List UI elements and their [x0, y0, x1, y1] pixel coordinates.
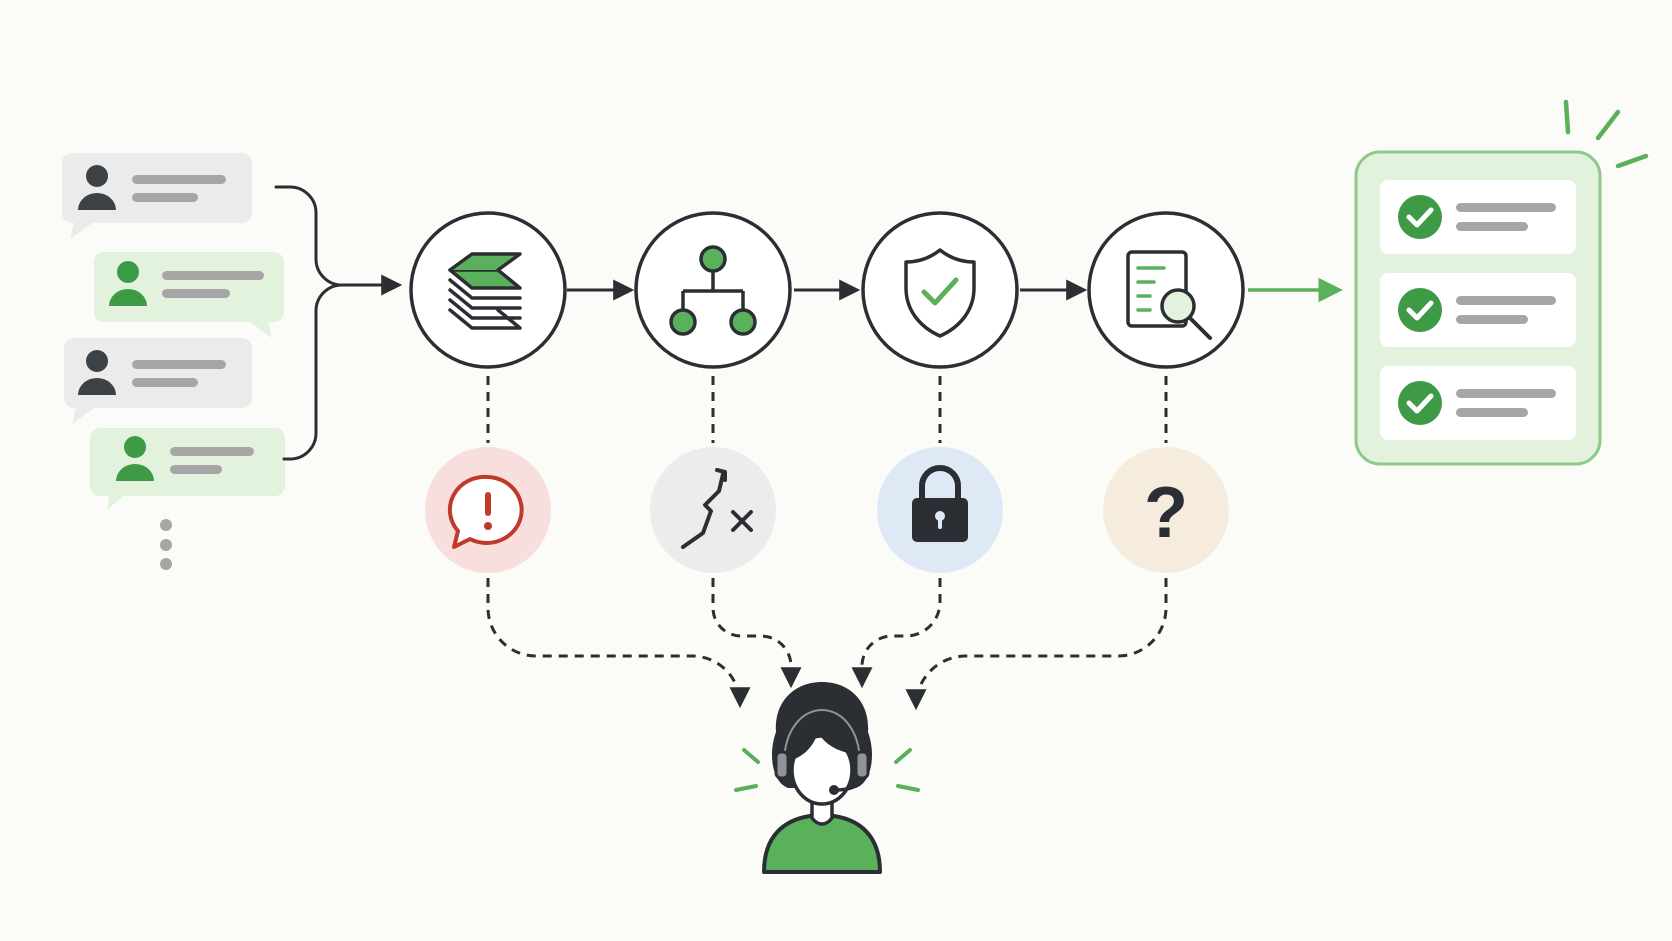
text-line-placeholder: [162, 289, 230, 298]
stage-security-check: [861, 211, 1019, 369]
broken-trend-icon: [681, 468, 753, 549]
chat-bubble: [90, 428, 285, 510]
padlock-icon: [912, 465, 968, 542]
resolved-output: [1354, 99, 1649, 466]
attention-lines: [734, 748, 920, 792]
exceptions: ?: [425, 447, 1229, 573]
check-circle-icon: [1398, 381, 1442, 425]
document-search-icon: [1126, 250, 1212, 340]
stage-ingest: [409, 211, 567, 369]
routing-tree-icon: [669, 245, 757, 336]
text-line-placeholder: [1456, 222, 1528, 231]
sparkle-lines: [1563, 99, 1649, 169]
escalation-links: [486, 578, 1168, 711]
stage-routing: [634, 211, 792, 369]
user-avatar-icon: [116, 436, 154, 481]
exception-links: [486, 376, 1168, 443]
user-avatar-icon: [78, 350, 116, 395]
text-line-placeholder: [132, 193, 198, 202]
data-stack-icon: [448, 252, 522, 330]
text-line-placeholder: [1456, 296, 1556, 305]
stage-review: [1087, 211, 1245, 369]
chat-bubble: [64, 338, 252, 424]
text-line-placeholder: [132, 175, 226, 184]
resolved-item: [1380, 180, 1576, 254]
more-ellipsis-icon: [160, 519, 172, 570]
text-line-placeholder: [1456, 203, 1556, 212]
chat-bubble: [62, 153, 252, 239]
question-mark-icon: ?: [1144, 473, 1188, 553]
user-avatar-icon: [78, 165, 116, 210]
support-agent-icon: [762, 682, 882, 874]
text-line-placeholder: [1456, 315, 1528, 324]
human-agent: [734, 682, 920, 874]
user-avatar-icon: [109, 261, 147, 306]
exception-unknown: ?: [1103, 447, 1229, 573]
text-line-placeholder: [162, 271, 264, 280]
exception-failure: [650, 447, 776, 573]
check-circle-icon: [1398, 195, 1442, 239]
resolved-item: [1380, 273, 1576, 347]
text-line-placeholder: [132, 360, 226, 369]
text-line-placeholder: [1456, 389, 1556, 398]
text-line-placeholder: [1456, 408, 1528, 417]
exception-security: [877, 447, 1003, 573]
exception-alert: [425, 447, 551, 573]
incoming-messages: [62, 153, 285, 570]
alert-bubble-icon: [447, 474, 524, 549]
pipeline-stages: [409, 211, 1343, 369]
chat-bubble: [94, 252, 284, 338]
shield-check-icon: [904, 248, 976, 338]
check-circle-icon: [1398, 288, 1442, 332]
resolved-item: [1380, 366, 1576, 440]
text-line-placeholder: [170, 447, 254, 456]
merge-connector: [274, 185, 403, 461]
text-line-placeholder: [170, 465, 222, 474]
text-line-placeholder: [132, 378, 198, 387]
